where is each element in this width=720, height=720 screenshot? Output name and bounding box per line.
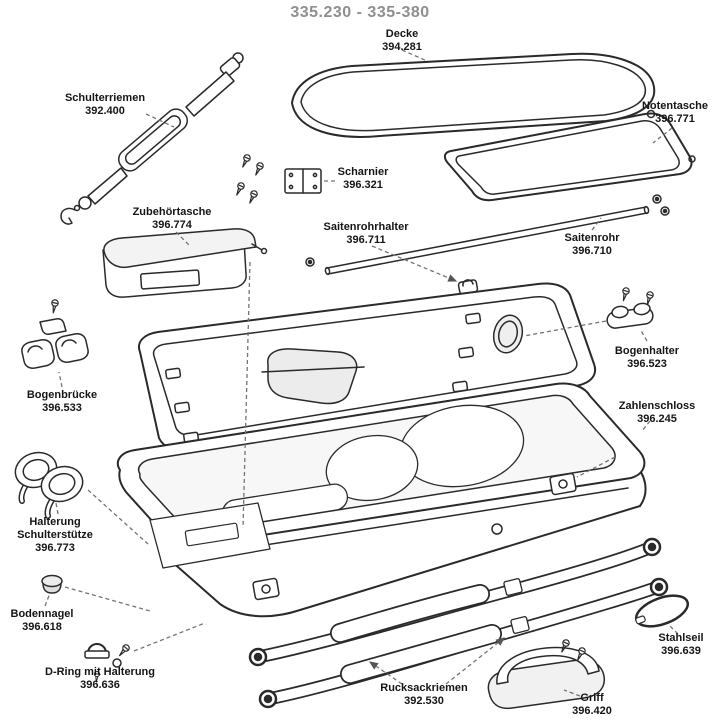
label-bodennagel: Bodennagel 396.618 [11, 608, 74, 634]
part-name: Saitenrohrhalter [323, 221, 409, 233]
part-name: Zubehörtasche [132, 206, 212, 218]
part-number: 396.533 [42, 401, 82, 414]
bow-bridge-drawing [21, 318, 89, 369]
part-name: Scharnier [337, 166, 389, 178]
part-name: Halterung Schulterstütze [17, 516, 93, 541]
steel-cable-drawing [634, 594, 690, 628]
part-number: 396.321 [343, 178, 383, 191]
part-name: Rucksackriemen [380, 682, 468, 694]
page-title: 335.230 - 335-380 [290, 4, 430, 21]
label-decke: Decke 394.281 [382, 28, 422, 54]
music-pocket-drawing [443, 109, 696, 202]
part-number: 396.618 [22, 620, 62, 633]
label-bogenhalter: Bogenhalter 396.523 [615, 345, 679, 371]
part-name: Stahlseil [658, 632, 704, 644]
label-notentasche: Notentasche 396.771 [642, 100, 708, 126]
part-name: Bogenhalter [614, 345, 680, 357]
label-saitenrohr: Saitenrohr 396.710 [564, 232, 619, 258]
label-saitenrohrhalter: Saitenrohrhalter 396.711 [324, 221, 409, 247]
floor-pin-drawing [41, 574, 63, 594]
part-name: Bogenbrücke [26, 389, 98, 401]
hinge-drawing [284, 168, 322, 194]
label-schulterriemen: Schulterriemen 392.400 [65, 92, 145, 118]
part-name: Decke [385, 28, 419, 40]
label-griff: Griff 396.420 [572, 692, 612, 718]
label-zahlenschloss: Zahlenschloss 396.245 [619, 400, 695, 426]
part-number: 392.400 [85, 104, 125, 117]
leader-lines [44, 49, 679, 697]
part-name: Schulterriemen [64, 92, 146, 104]
part-name: Griff [580, 692, 604, 704]
backpack-straps-drawing [248, 537, 669, 709]
handle-drawing [487, 646, 606, 710]
part-name: Saitenrohr [564, 232, 620, 244]
part-number: 396.711 [346, 233, 386, 246]
part-number: 396.771 [655, 112, 695, 125]
part-number: 396.636 [80, 678, 120, 691]
part-name: Zahlenschloss [618, 400, 696, 412]
label-d-ring: D-Ring mit Halterung 396.636 [45, 666, 155, 692]
case-body-drawing [116, 282, 647, 618]
part-number: 396.773 [35, 541, 75, 554]
part-number: 394.281 [382, 40, 422, 53]
d-ring-drawing [84, 643, 122, 668]
bow-holder-drawing [606, 302, 654, 329]
part-number: 396.245 [637, 412, 677, 425]
part-number: 396.420 [572, 704, 612, 717]
shoulder-strap-drawing [60, 52, 244, 225]
label-scharnier: Scharnier 396.321 [338, 166, 389, 192]
accessory-bag-drawing [102, 228, 268, 298]
label-zubehoertasche: Zubehörtasche 396.774 [133, 206, 212, 232]
string-tube-drawing [305, 194, 670, 276]
part-number: 396.523 [627, 357, 667, 370]
part-number: 396.710 [572, 244, 612, 257]
label-stahlseil: Stahlseil 396.639 [658, 632, 703, 658]
part-name: Notentasche [641, 100, 709, 112]
part-number: 392.530 [404, 694, 444, 707]
part-number: 396.639 [661, 644, 701, 657]
lid-top-drawing [291, 52, 656, 138]
part-name: D-Ring mit Halterung [45, 666, 155, 678]
label-rucksackriemen: Rucksackriemen 392.530 [380, 682, 467, 708]
part-number: 396.774 [152, 218, 192, 231]
shoulder-rest-holder-drawing [14, 451, 84, 519]
label-bogenbruecke: Bogenbrücke 396.533 [27, 389, 97, 415]
part-name: Bodennagel [10, 608, 74, 620]
label-halterung-schulterstuetze: Halterung Schulterstütze 396.773 [4, 516, 106, 555]
